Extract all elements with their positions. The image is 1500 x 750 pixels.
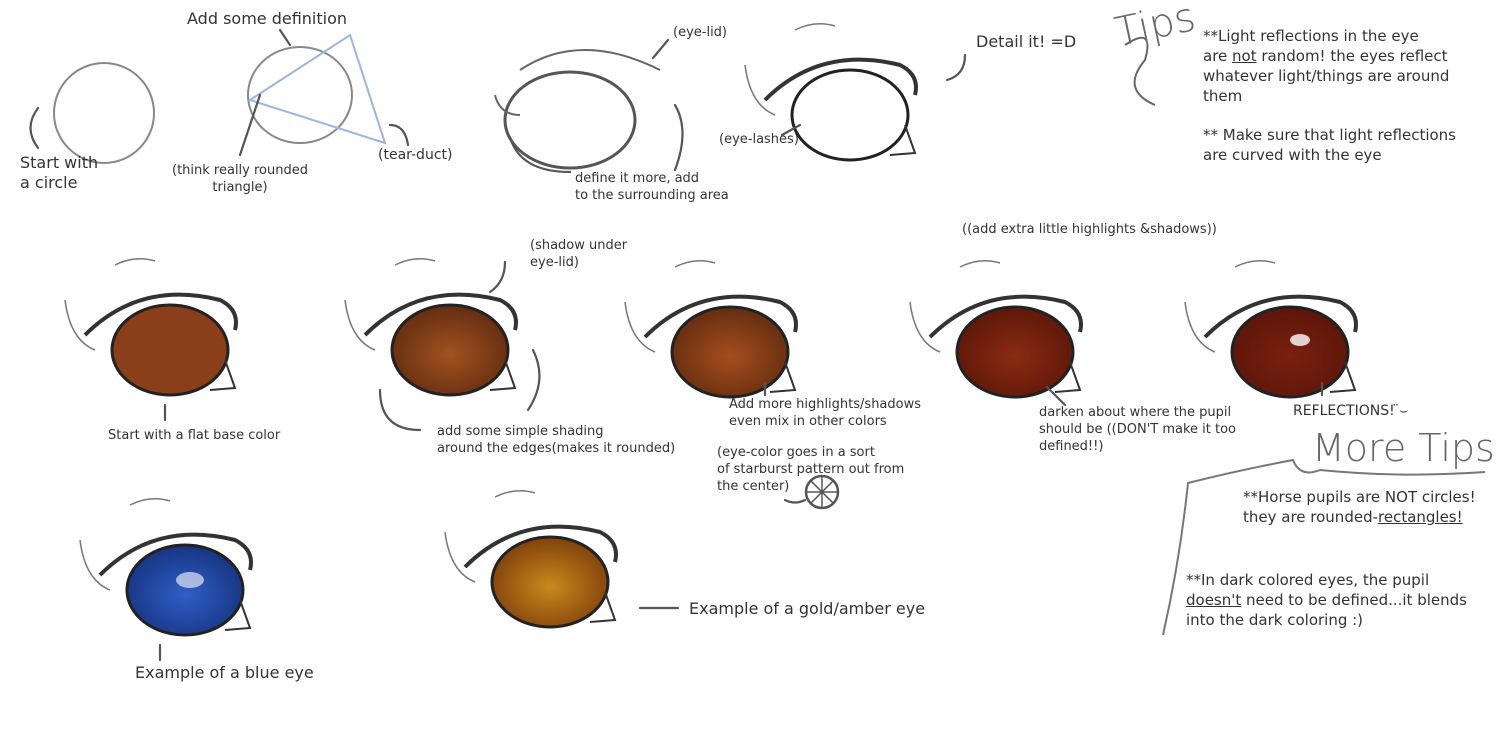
eye-flat-base-outer-sketch	[64, 299, 96, 351]
tips-bracket	[1124, 36, 1156, 106]
eye-simple-shading-outline	[390, 303, 510, 397]
eye-darkened-outline	[955, 305, 1075, 399]
eye-blue-iris	[127, 545, 243, 635]
starburst-ray	[821, 491, 834, 504]
eye-lid-sketch	[503, 70, 637, 170]
detailed-eye-sketch-brow-sketch	[794, 23, 836, 31]
eye-flat-base-eyelashes	[83, 292, 238, 337]
blue-eye-label: Example of a blue eye	[135, 663, 314, 682]
eye-gold-tear-duct	[589, 591, 617, 623]
darken-pupil-label: darken about where the pupil should be (…	[1039, 405, 1237, 454]
eye-blue-outer-sketch	[79, 539, 111, 591]
eye-reflections-outer-sketch	[1184, 301, 1216, 353]
eye-flat-base-outline	[110, 303, 230, 397]
extra-highlights-label: ((add extra little highlights &shadows))	[962, 222, 1217, 237]
starburst-ray	[821, 480, 834, 493]
eye-darkened-eyelashes	[928, 294, 1083, 339]
more-tips-heading: More Tips	[1312, 426, 1495, 470]
reflections-label: REFLECTIONS! ̈⌣	[1293, 403, 1409, 419]
eye-more-highlights-brow-sketch	[674, 260, 716, 268]
arrow-icon	[780, 123, 802, 137]
step2-note: (think really rounded triangle)	[172, 163, 308, 195]
tip-horse-pupils: **Horse pupils are NOT circles! they are…	[1243, 488, 1476, 526]
arrow-icon	[378, 388, 422, 432]
eye-gold-outline	[490, 535, 610, 629]
arrow-icon	[29, 106, 40, 150]
eye-simple-shading-outer-sketch	[344, 299, 376, 351]
eye-flat-base-tear-duct	[209, 359, 237, 391]
reflection-highlight	[1290, 334, 1310, 346]
eye-reflections-iris	[1232, 307, 1348, 397]
more-tips-bracket	[1162, 458, 1486, 636]
tip-reflections-curved: ** Make sure that light reflections are …	[1203, 126, 1456, 164]
eye-more-highlights-eyelashes	[643, 294, 798, 339]
eye-gold-outer-sketch	[444, 531, 476, 583]
eye-gold-iris	[492, 537, 608, 627]
detailed-eye-sketch-outer-sketch	[744, 64, 776, 116]
eye-more-highlights-tear-duct	[769, 361, 797, 393]
eye-gold-brow-sketch	[494, 490, 536, 498]
eye-lid-label: (eye-lid)	[673, 25, 727, 40]
eye-reflections-brow-sketch	[1234, 260, 1276, 268]
simple-shading-label: add some simple shading around the edges…	[437, 424, 676, 456]
detail-label: Detail it! =D	[976, 32, 1077, 51]
eye-simple-shading-iris	[392, 305, 508, 395]
shadow-under-lid-label: (shadow under eye-lid)	[530, 238, 628, 270]
surrounding-sketch	[494, 49, 661, 116]
eye-flat-base-brow-sketch	[114, 258, 156, 266]
eye-blue-eyelashes	[98, 532, 253, 577]
base-color-label: Start with a flat base color	[108, 428, 281, 443]
starburst-ray	[810, 480, 823, 493]
detailed-eye-sketch-tear-duct	[889, 124, 917, 156]
eye-reflections-tear-duct	[1329, 361, 1357, 393]
tear-duct-label: (tear-duct)	[378, 147, 453, 163]
eye-more-highlights-outline	[670, 305, 790, 399]
arrow-icon	[278, 28, 292, 47]
arrow-icon	[488, 260, 507, 294]
arrow-icon	[508, 135, 572, 174]
eye-reflections-eyelashes	[1203, 294, 1358, 339]
arrow-icon	[238, 93, 262, 157]
arrow-icon	[945, 53, 967, 82]
step1-label: Start with a circle	[20, 153, 99, 192]
eye-darkened-outer-sketch	[909, 301, 941, 353]
arrow-icon	[388, 123, 410, 147]
eye-blue-tear-duct	[224, 599, 252, 631]
more-highlights-label: Add more highlights/shadows even mix in …	[729, 397, 922, 429]
eye-more-highlights-outer-sketch	[624, 301, 656, 353]
arrow-icon	[526, 348, 541, 412]
eye-reflections-outline	[1230, 305, 1350, 399]
tip-dark-eyes: **In dark colored eyes, the pupil doesn'…	[1186, 571, 1467, 629]
eye-darkened-tear-duct	[1054, 361, 1082, 393]
arrow-icon	[783, 498, 807, 504]
eye-lashes-label: (eye-lashes)	[719, 132, 799, 147]
eye-simple-shading-brow-sketch	[394, 258, 436, 266]
eye-simple-shading-tear-duct	[489, 359, 517, 391]
circle-sketch	[53, 62, 155, 164]
eye-more-highlights-iris	[672, 307, 788, 397]
step2-title: Add some definition	[187, 9, 348, 28]
rounded-shape-sketch	[247, 46, 353, 144]
eye-darkened-brow-sketch	[959, 260, 1001, 268]
blue-eye-reflection	[176, 572, 204, 588]
triangle-guide	[247, 33, 387, 145]
detailed-eye-sketch-outline	[790, 68, 910, 162]
eye-blue-brow-sketch	[129, 498, 171, 506]
detailed-eye-sketch-eyelashes	[763, 57, 918, 102]
arrow-icon	[651, 38, 670, 60]
starburst-ray	[810, 491, 823, 504]
eye-simple-shading-eyelashes	[363, 292, 518, 337]
eye-blue-outline	[125, 543, 245, 637]
eye-darkened-iris	[957, 307, 1073, 397]
gold-eye-label: Example of a gold/amber eye	[689, 599, 926, 618]
arrow-icon	[673, 103, 684, 172]
starburst-label: (eye-color goes in a sort of starburst p…	[717, 445, 905, 494]
arrow-icon	[1045, 385, 1067, 407]
eye-gold-eyelashes	[463, 524, 618, 569]
tip-reflections-not-random: **Light reflections in the eye are not r…	[1203, 27, 1450, 105]
eye-flat-base-iris	[112, 305, 228, 395]
step3-label: define it more, add to the surrounding a…	[575, 171, 729, 203]
